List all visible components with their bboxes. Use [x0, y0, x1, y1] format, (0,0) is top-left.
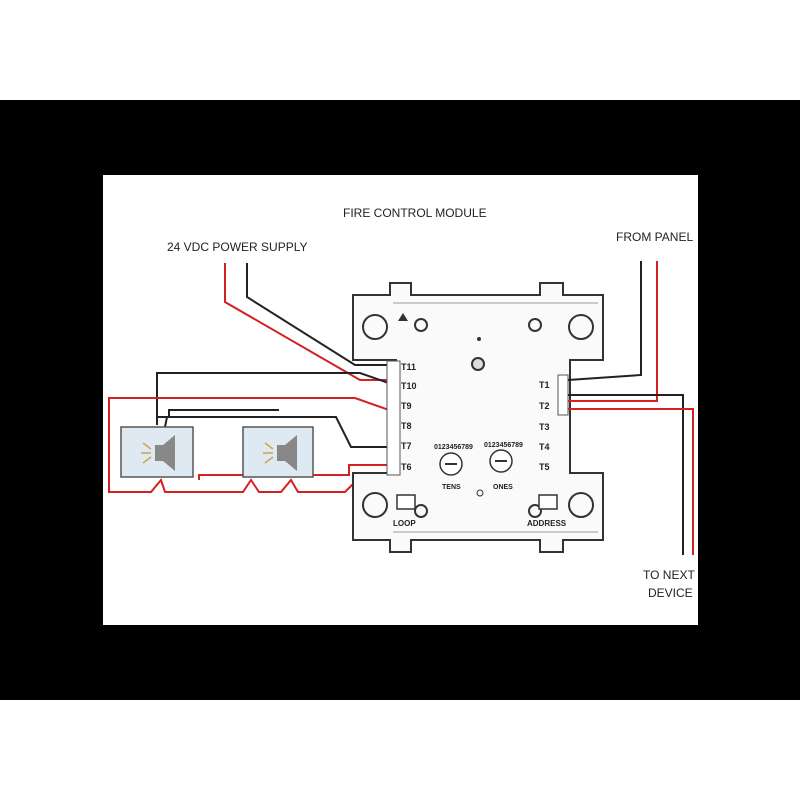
letterbox-bottom — [0, 625, 800, 700]
power-black-wire — [246, 263, 400, 366]
next-device-black-wire — [568, 394, 684, 555]
left-terminal-strip: T11 T10 T9 T8 T7 T6 — [386, 360, 417, 476]
to-next-label: TO NEXT — [643, 568, 695, 582]
terminal-t3: T3 — [539, 422, 550, 432]
speaker-left — [120, 426, 194, 478]
terminal-t8: T8 — [401, 421, 412, 431]
ones-dial-digits: 0123456789 — [484, 442, 523, 449]
terminal-t7: T7 — [401, 441, 412, 451]
terminal-t1: T1 — [539, 380, 550, 390]
terminal-t2: T2 — [539, 401, 550, 411]
terminal-t4: T4 — [539, 442, 550, 452]
tens-dial-digits: 0123456789 — [434, 444, 473, 451]
wiring-diagram: FIRE CONTROL MODULE 24 VDC POWER SUPPLY … — [103, 175, 698, 625]
from-panel-label: FROM PANEL — [616, 230, 693, 244]
power-supply-label: 24 VDC POWER SUPPLY — [167, 240, 307, 254]
address-led-icon — [476, 489, 484, 497]
ones-label: ONES — [493, 484, 513, 491]
fire-control-module — [352, 282, 604, 553]
terminal-t10: T10 — [401, 381, 417, 391]
rotary-switch-tens: 0123456789 TENS — [434, 444, 473, 491]
rotary-switch-ones: 0123456789 ONES — [484, 442, 523, 491]
pillarbox-right — [698, 175, 800, 625]
next-device-red-wire — [568, 408, 694, 555]
panel-red-wire — [568, 261, 658, 402]
loop-label: LOOP — [393, 519, 416, 528]
speaker-black-loop-wire — [164, 416, 400, 448]
speaker-right — [242, 426, 314, 478]
terminal-t6: T6 — [401, 462, 412, 472]
pillarbox-left — [0, 175, 103, 625]
terminal-t5: T5 — [539, 462, 550, 472]
panel-black-wire — [567, 261, 642, 381]
terminal-t9: T9 — [401, 401, 412, 411]
address-label: ADDRESS — [527, 519, 567, 528]
diagram-title: FIRE CONTROL MODULE — [343, 206, 487, 220]
letterbox-top — [0, 100, 800, 175]
speaker-red-link-wire — [198, 464, 400, 480]
terminal-t11: T11 — [401, 362, 416, 372]
speaker-red-top-wire — [108, 397, 401, 493]
diagram-svg: FIRE CONTROL MODULE 24 VDC POWER SUPPLY … — [108, 206, 695, 600]
tens-label: TENS — [442, 484, 461, 491]
right-terminal-strip: T1 T2 T3 T4 T5 — [539, 374, 569, 472]
device-label: DEVICE — [648, 586, 693, 600]
